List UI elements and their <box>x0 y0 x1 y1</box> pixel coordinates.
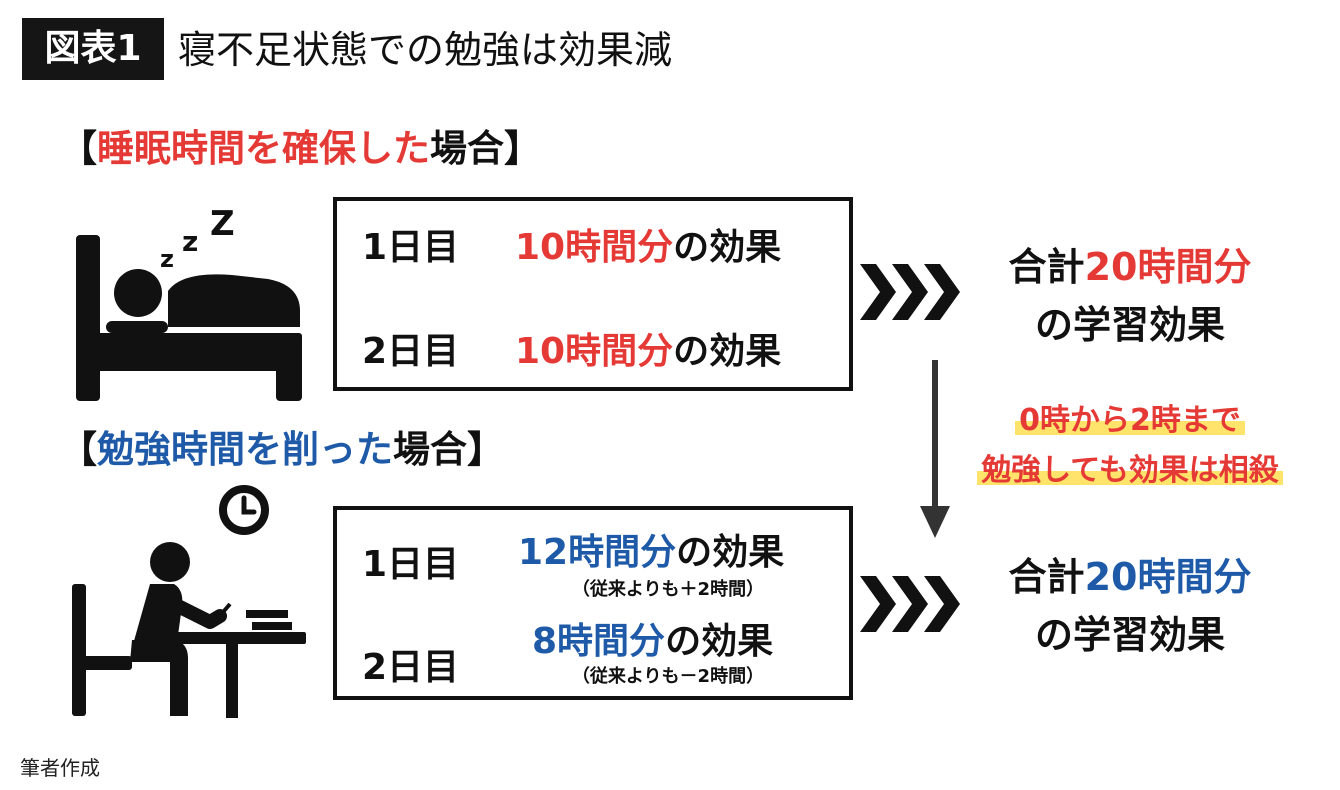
callout-line2: 勉強しても効果は相殺 <box>977 453 1283 488</box>
sleep-day1-suffix: の効果 <box>673 227 782 268</box>
sleep-case-total: 合計20時間分 の学習効果 <box>980 238 1280 354</box>
study-total-hours: 20時間分 <box>1084 555 1252 599</box>
sleep-day2-effect: 10時間分の効果 <box>515 322 781 374</box>
sleep-day1-label: 1日目 <box>362 227 460 268</box>
triple-chevron-right-icon <box>860 262 960 326</box>
study-case-box <box>333 506 853 700</box>
study-case-heading-highlight: 勉強時間を削った <box>97 428 393 471</box>
study-day2-effect: 8時間分の効果 <box>532 612 773 664</box>
sleep-case-box <box>333 197 853 391</box>
sleep-case-heading-rest: 場合 <box>430 127 504 170</box>
zzz-large: Z <box>210 205 235 244</box>
sleeping-in-bed-icon: z z Z <box>72 204 312 405</box>
sleep-day2-label: 2日目 <box>362 331 460 372</box>
study-day1-suffix: の効果 <box>676 532 785 573</box>
zzz-small: z <box>160 245 174 273</box>
clock-icon <box>218 484 270 540</box>
study-day2-note: （従来よりも－2時間） <box>571 666 765 687</box>
study-day2-label: 2日目 <box>362 647 460 688</box>
study-case-heading-rest: 場合 <box>393 428 467 471</box>
sleep-total-suffix: の学習効果 <box>1034 303 1225 347</box>
bracket-close: 】 <box>504 127 541 170</box>
sleep-day2-suffix: の効果 <box>673 331 782 372</box>
bracket-open: 【 <box>60 428 97 471</box>
study-day1-note: （従来よりも＋2時間） <box>571 579 765 600</box>
callout-line1: 0時から2時まで <box>1015 403 1245 438</box>
figure-label: 図表1 <box>22 18 164 80</box>
bracket-open: 【 <box>60 127 97 170</box>
study-day1-hours: 12時間分 <box>518 532 677 573</box>
sleep-total-hours: 20時間分 <box>1084 245 1252 289</box>
study-day2-suffix: の効果 <box>665 621 774 662</box>
offset-callout: 0時から2時まで 勉強しても効果は相殺 <box>950 398 1310 494</box>
sleep-day2-hours: 10時間分 <box>515 331 674 372</box>
sleep-day1-effect: 10時間分の効果 <box>515 218 781 270</box>
bracket-close: 】 <box>467 428 504 471</box>
study-day2-hours: 8時間分 <box>532 621 666 662</box>
zzz-medium: z <box>182 225 198 258</box>
sleep-total-prefix: 合計 <box>1008 245 1085 289</box>
study-case-heading: 【勉強時間を削った場合】 <box>60 425 504 475</box>
study-day1-label: 1日目 <box>362 544 460 585</box>
source-credit: 筆者作成 <box>20 756 100 780</box>
down-arrow-icon <box>918 360 952 544</box>
sleep-day1-hours: 10時間分 <box>515 227 674 268</box>
study-day1-effect: 12時間分の効果 <box>518 523 784 575</box>
study-total-suffix: の学習効果 <box>1034 613 1225 657</box>
sleep-case-heading-highlight: 睡眠時間を確保した <box>97 127 430 170</box>
triple-chevron-right-icon <box>860 574 960 638</box>
figure-title: 寝不足状態での勉強は効果減 <box>178 28 673 72</box>
study-case-total: 合計20時間分 の学習効果 <box>980 548 1280 664</box>
sleep-case-heading: 【睡眠時間を確保した場合】 <box>60 124 541 174</box>
study-total-prefix: 合計 <box>1008 555 1085 599</box>
person-studying-at-desk-icon <box>70 540 310 724</box>
